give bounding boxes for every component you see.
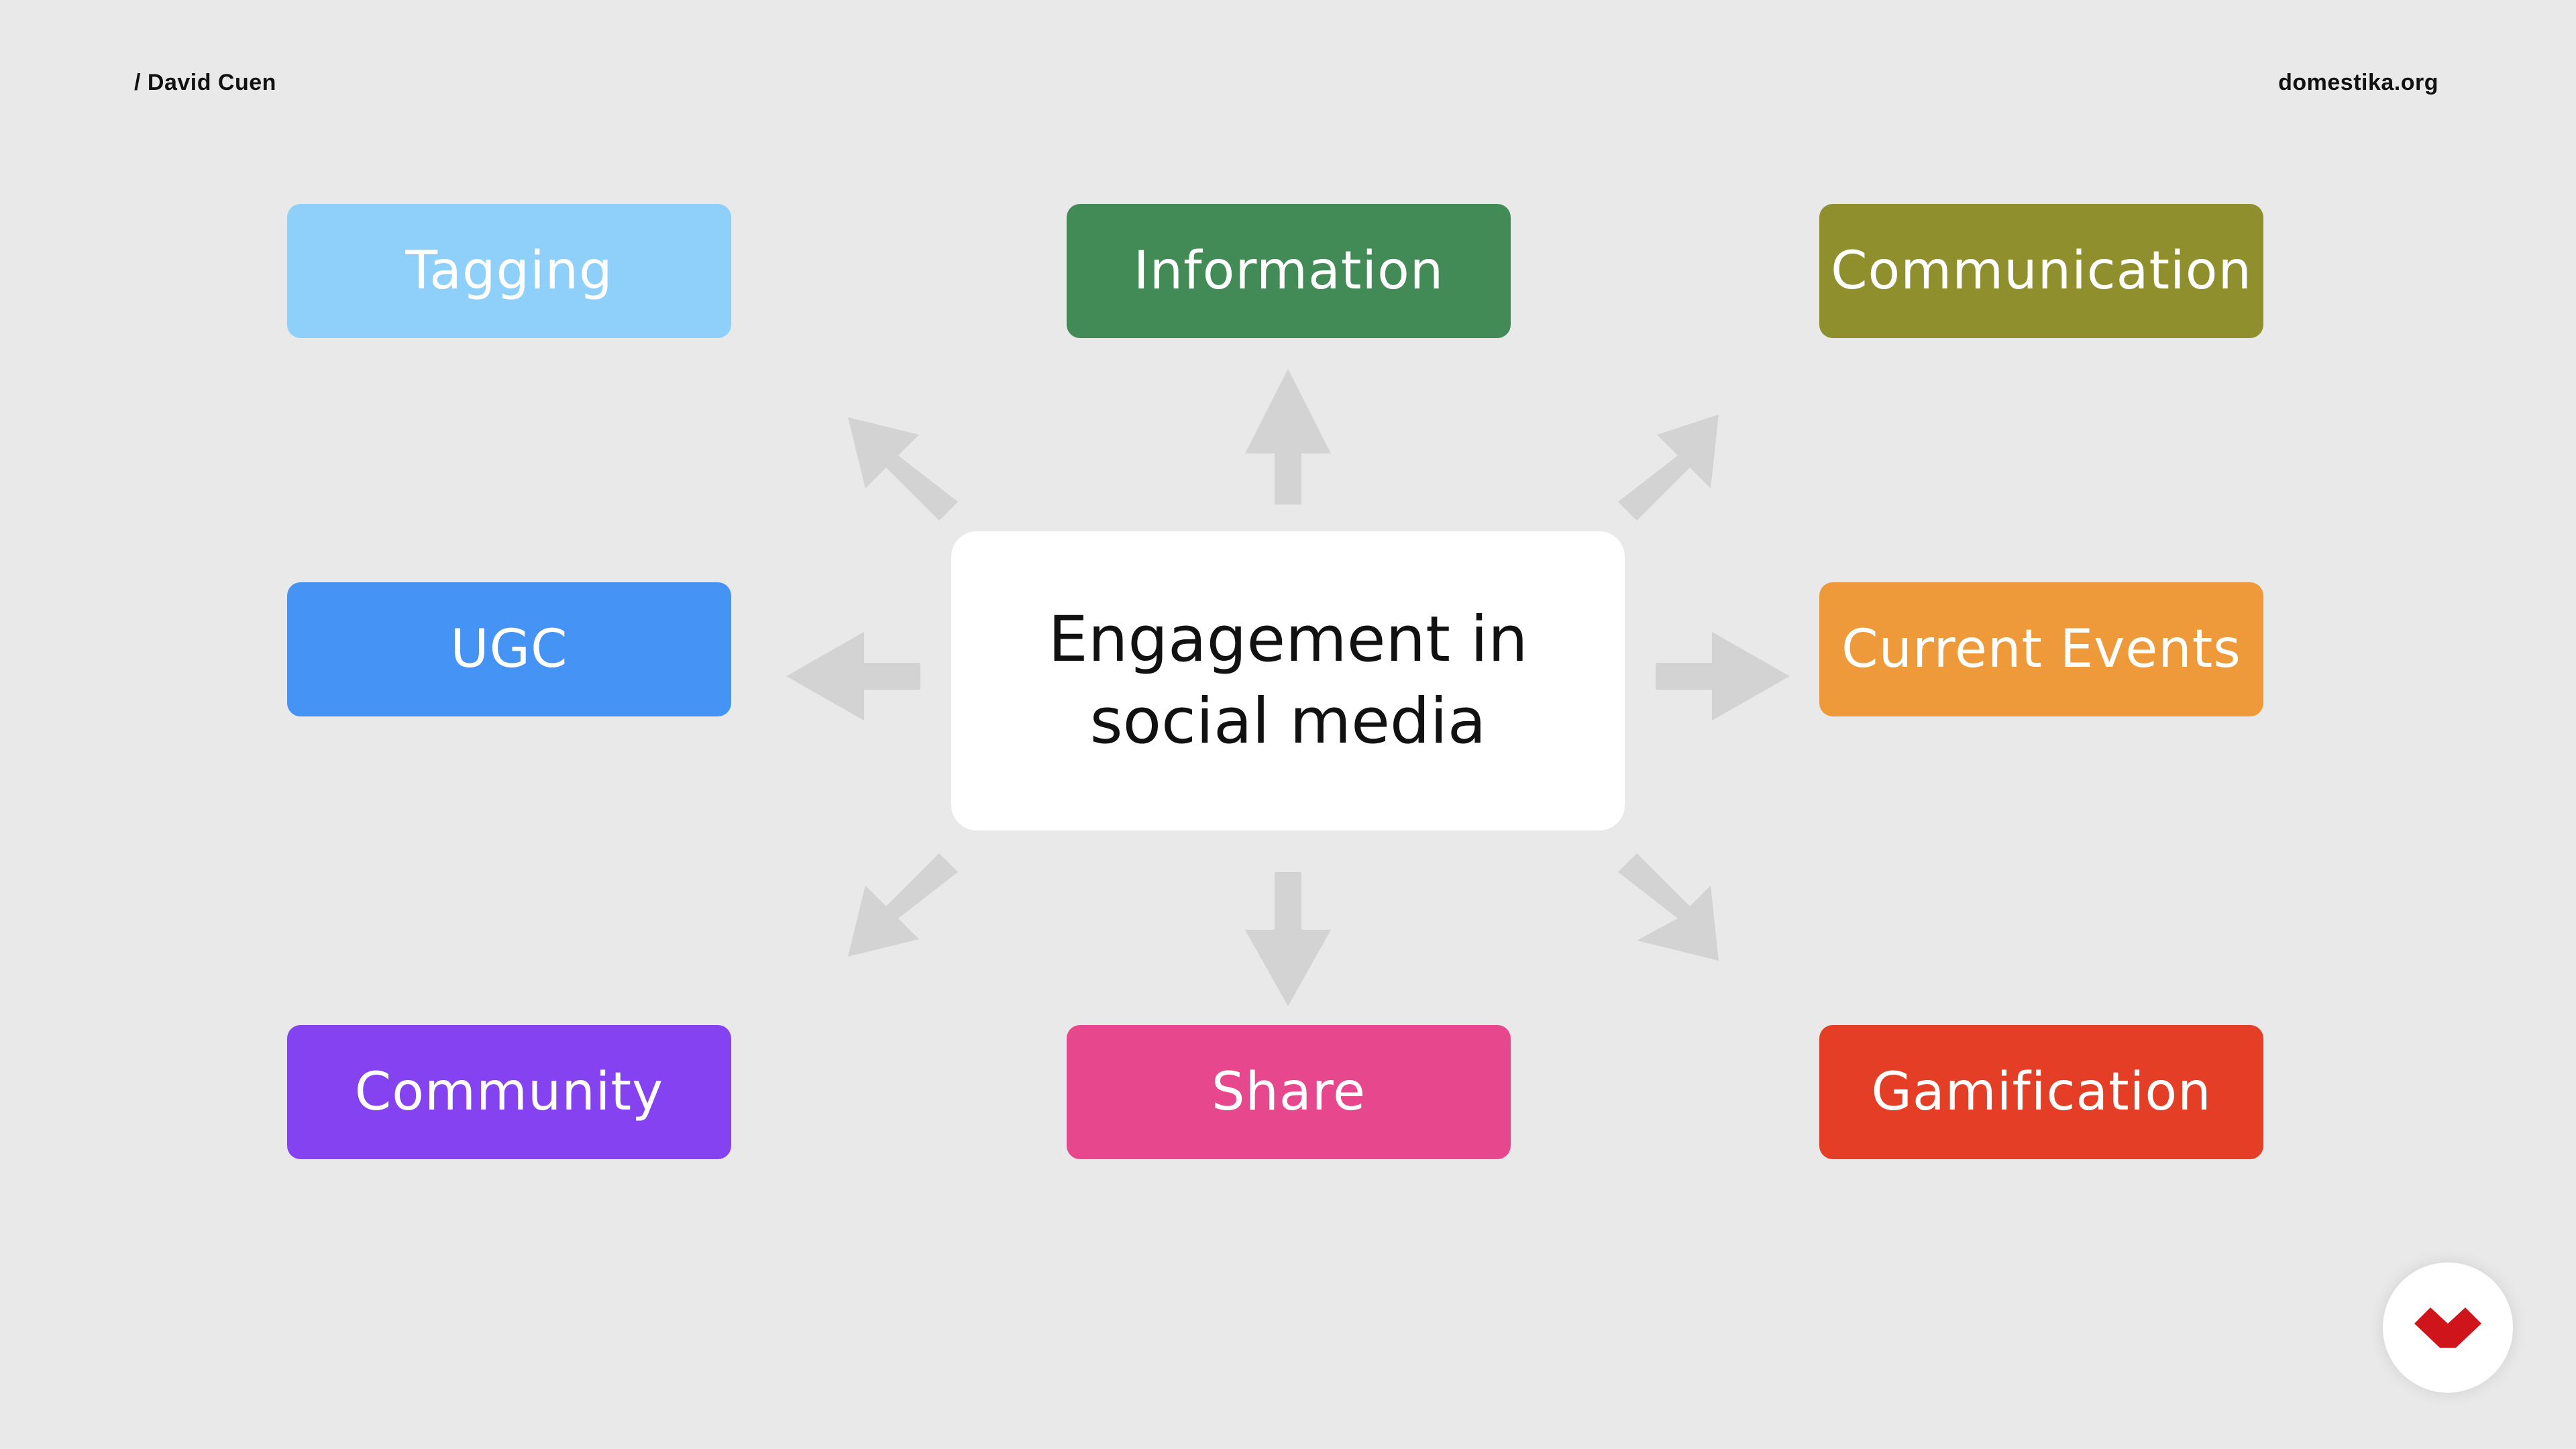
node-label: Information — [1133, 241, 1444, 301]
node-current-events: Current Events — [1819, 582, 2263, 716]
node-label: Community — [354, 1062, 664, 1122]
site-label: domestika.org — [2278, 70, 2438, 95]
domestika-logo-icon — [2414, 1307, 2481, 1348]
arrow-left-icon — [786, 632, 920, 720]
node-tagging: Tagging — [287, 204, 731, 338]
node-label: Tagging — [405, 241, 613, 301]
node-label: UGC — [450, 619, 568, 680]
arrow-down-left-icon — [848, 853, 958, 957]
arrow-up-left-icon — [848, 417, 958, 521]
arrow-up-icon — [1245, 369, 1331, 504]
arrow-up-right-icon — [1618, 415, 1719, 521]
node-gamification: Gamification — [1819, 1025, 2263, 1159]
node-information: Information — [1067, 204, 1511, 338]
arrow-right-icon — [1656, 632, 1790, 720]
node-ugc: UGC — [287, 582, 731, 716]
node-communication: Communication — [1819, 204, 2263, 338]
node-label: Current Events — [1841, 619, 2241, 680]
domestika-logo[interactable] — [2383, 1263, 2513, 1393]
arrow-down-right-icon — [1618, 853, 1719, 961]
node-label: Gamification — [1871, 1062, 2212, 1122]
node-community: Community — [287, 1025, 731, 1159]
arrow-down-icon — [1245, 872, 1331, 1006]
center-box: Engagement in social media — [951, 531, 1625, 830]
node-share: Share — [1067, 1025, 1511, 1159]
node-label: Share — [1211, 1062, 1366, 1122]
author-label: / David Cuen — [134, 70, 276, 95]
center-title: Engagement in social media — [1048, 603, 1528, 758]
node-label: Communication — [1831, 241, 2252, 301]
